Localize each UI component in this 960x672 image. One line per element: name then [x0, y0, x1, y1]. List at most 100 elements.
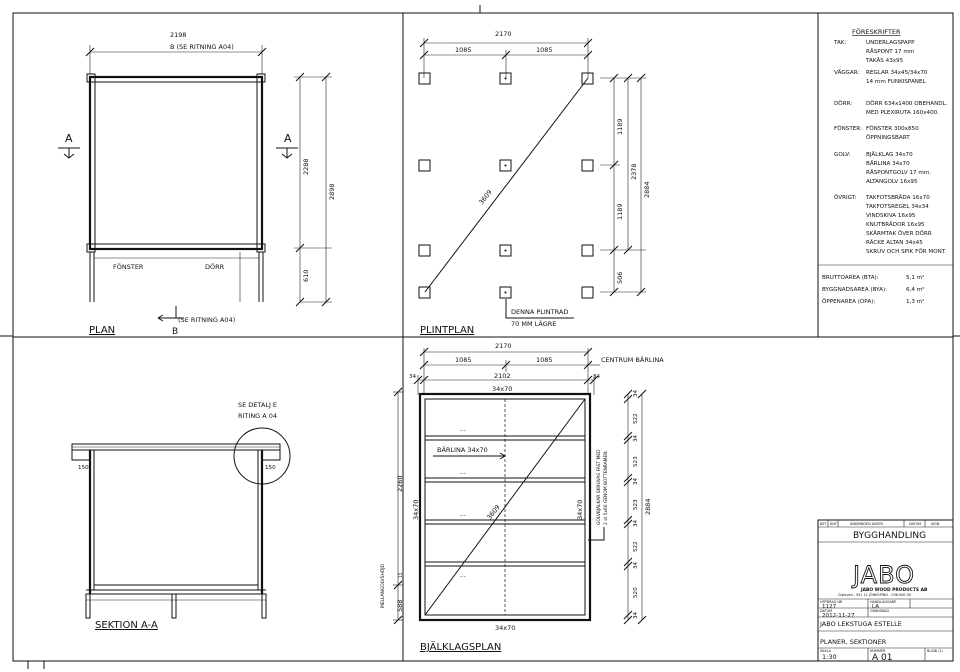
title-number-label: NUMMER — [870, 649, 886, 653]
plan-view: 2198 B (SE RITNING A04) FÖNSTER DÖRR A A… — [58, 31, 336, 337]
plan-ref-bottom-letter: B — [172, 327, 178, 337]
section-floor-height-label: MELLANGOLVSHÖJD — [379, 563, 386, 608]
joist-spacing: 34 — [633, 561, 639, 569]
area-label-bta: BRUTTOAREA (BTA): — [822, 275, 879, 281]
spec-line: 14 mm FUNKISPANEL — [866, 79, 926, 85]
joist-dim-diag: 3609 — [485, 503, 501, 521]
joist-dim-right: 1085 — [536, 356, 553, 364]
spec-label-roof: TAK: — [833, 40, 846, 46]
spec-label-window: FÖNSTER: — [834, 125, 862, 132]
spec-line: REGLAR 34x45/34x70 — [866, 70, 928, 76]
spec-label-other: ÖVRIGT: — [834, 194, 857, 201]
joist-dim-34-left: 34 — [409, 374, 417, 380]
plint-plan-view: 2170 1085 1085 3609 — [402, 13, 953, 661]
spec-line: RÅSPONT 17 mm — [866, 48, 914, 55]
spec-line: ALTANGOLV 16x95 — [866, 179, 918, 185]
plan-ref-bottom: (SE RITNING A04) — [178, 316, 235, 324]
plan-ref-top: B (SE RITNING A04) — [170, 43, 234, 51]
spec-line: FÖNSTER 300x850 — [866, 125, 919, 132]
spec-line: MED PLEXIRUTA 160x400. — [866, 110, 939, 116]
plint-dim-left: 1085 — [455, 46, 472, 54]
plan-window-label: FÖNSTER — [113, 262, 144, 271]
section-dim-2260: 2260 — [396, 475, 404, 492]
plint-dim-1189b: 1189 — [616, 203, 624, 220]
joist-dim-34-right: 34 — [593, 374, 601, 380]
plan-dim-610: 610 — [302, 270, 310, 282]
title-order-no: 1127 — [822, 604, 837, 610]
jabo-logo: JABO — [851, 561, 915, 589]
spec-line: ÖPPNINGSBART — [866, 134, 910, 141]
plan-dim-2288: 2288 — [302, 158, 310, 175]
title-head-cell: ÄNT — [830, 521, 838, 526]
spec-line: UNDERLAGSPAPP — [866, 40, 915, 46]
title-address: Gislaved - 551 11 JÖNKÖPING - 036-000 00 — [838, 592, 911, 597]
section-dim-150-left: 150 — [78, 465, 89, 471]
section-dim-15: 15 — [398, 572, 404, 578]
plint-note-line2: 70 MM LÄGRE — [511, 319, 556, 328]
title-handler: LA — [872, 604, 879, 610]
title-block: BET ÄNT ÄNDRINGEN AVSER DATUM SIGN BYGGH… — [817, 519, 954, 663]
plan-dim-2898: 2898 — [328, 183, 336, 200]
section-view: SE DETALJ E RITING A 04 150 150 2260 MEL… — [13, 336, 404, 631]
joist-spacing: 520 — [633, 587, 639, 598]
joist-mark: -·- — [460, 513, 466, 519]
joist-dim-left: 1085 — [455, 356, 472, 364]
spec-line: RÄCKE ALTAN 34x45 — [866, 239, 923, 246]
spec-line: BJÄLKLAG 34x70 — [866, 151, 913, 158]
title-company: JABO WOOD PRODUCTS AB — [860, 587, 928, 593]
spec-label-floor: GOLV: — [834, 152, 851, 158]
joist-spacing: 34 — [633, 434, 639, 442]
joist-dim-34x70-top: 34x70 — [492, 385, 512, 393]
plint-dim-2884: 2884 — [643, 181, 651, 198]
title-cell-label: DATUM — [820, 609, 832, 613]
title-scale: 1:30 — [822, 653, 837, 661]
spec-line: VINDSKIVA 16x95 — [866, 213, 916, 219]
plint-dim-diag: 3609 — [477, 188, 493, 206]
spec-line: BÄRLINA 34x70 — [866, 160, 910, 167]
joist-dim-34x70-bottom: 34x70 — [495, 624, 515, 632]
plint-dim-right: 1085 — [536, 46, 553, 54]
area-value-bya: 6,4 m² — [906, 286, 924, 293]
joist-centrum-label: CENTRUM BÄRLINA — [601, 355, 664, 364]
specifications-heading: FÖRESKRIFTER — [852, 27, 901, 36]
title-head-cell: DATUM — [909, 522, 921, 526]
title-cell-label: UPPDRAG NR — [820, 600, 843, 604]
plint-note-line1: DENNA PLINTRAD — [511, 308, 568, 316]
joist-mark: -·- — [460, 471, 466, 477]
joist-dim-total: 2170 — [495, 342, 512, 350]
area-label-opa: ÖPPENAREA (OPA): — [822, 298, 875, 305]
section-dim-588: 588 — [396, 600, 404, 612]
title-scale-label: SKALA — [820, 649, 832, 653]
spec-line: RÅSPONTGOLV 17 mm. — [866, 169, 931, 176]
joist-spacing: 523 — [633, 456, 639, 467]
spec-label-walls: VÄGGAR: — [834, 69, 859, 76]
spec-line: TAKFOTSREGEL 34x34 — [865, 204, 929, 210]
title-sheet-label: BLAD — [927, 649, 937, 653]
section-detail-line1: SE DETALJ E — [238, 401, 277, 409]
joist-spacing: 34 — [633, 611, 639, 619]
joist-mark: -·- — [460, 428, 466, 434]
spec-line: KNUTBRÄDOR 16x95 — [866, 221, 925, 228]
plint-title: PLINTPLAN — [420, 325, 474, 336]
title-drawing-name: JABO LEKSTUGA ESTELLE — [819, 620, 902, 628]
section-dim-150-right: 150 — [265, 465, 276, 471]
spec-line: DÖRR 634x1400 OBEHANDL. — [866, 100, 948, 107]
joist-title: BJÄLKLAGSPLAN — [420, 640, 501, 653]
title-head-cell: SIGN — [931, 522, 940, 526]
area-value-opa: 1,3 m² — [906, 298, 924, 305]
plan-door-label: DÖRR — [205, 262, 225, 271]
joist-spacing: 522 — [633, 413, 639, 424]
joist-spacing: 34 — [633, 389, 639, 397]
spec-line: SKÄRMTAK ÖVER DÖRR — [866, 230, 932, 237]
section-detail-line2: RITING A 04 — [238, 412, 277, 420]
plint-dim-2378: 2378 — [630, 163, 638, 180]
plint-dim-506: 506 — [616, 272, 624, 284]
plan-section-right: A — [284, 132, 292, 145]
plint-dim-total: 2170 — [495, 30, 512, 38]
joist-dim-34x70-left: 34x70 — [412, 500, 420, 520]
area-label-bya: BYGGNADSAREA (BYA): — [822, 287, 887, 293]
joist-plan-view: 2170 1085 1085 CENTRUM BÄRLINA 34 34 210… — [409, 342, 664, 653]
plan-section-left: A — [65, 132, 73, 145]
joist-spacing: 523 — [633, 499, 639, 510]
joist-note-line1: GOLVBJÄLKAR SKRUVAS FAST MED — [595, 449, 602, 525]
